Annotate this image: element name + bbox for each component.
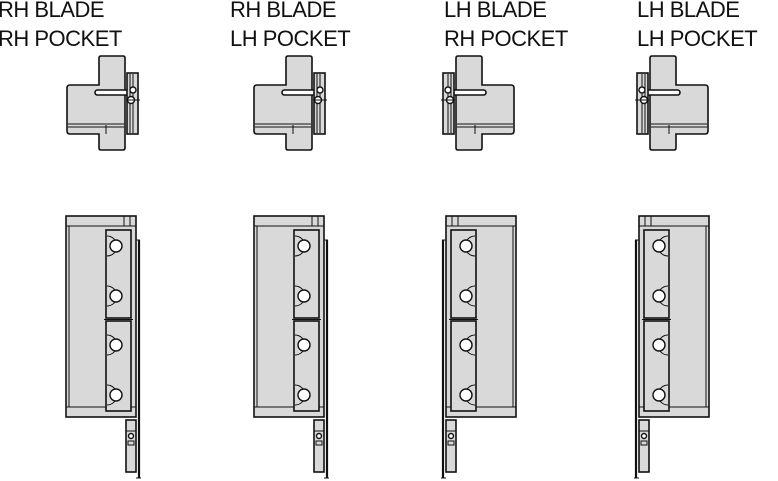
config-3-pocket-label: RH POCKET [444,26,568,51]
config-3-blade-label: LH BLADE [444,0,547,22]
config-1-front-view [64,214,143,480]
config-3-top-view [440,55,515,151]
config-4-blade-label: LH BLADE [637,0,740,22]
config-1-blade-label: RH BLADE [0,0,105,22]
config-2-front-view [252,214,331,480]
config-3-front-view [439,214,518,480]
config-4-top-view [634,55,709,151]
config-2-top-view [253,55,328,151]
config-1-pocket-label: RH POCKET [0,26,122,51]
config-2-blade-label: RH BLADE [230,0,337,22]
config-2-pocket-label: LH POCKET [230,26,351,51]
config-4-pocket-label: LH POCKET [637,26,758,51]
config-4-front-view [632,214,711,480]
config-1-top-view [66,55,141,151]
